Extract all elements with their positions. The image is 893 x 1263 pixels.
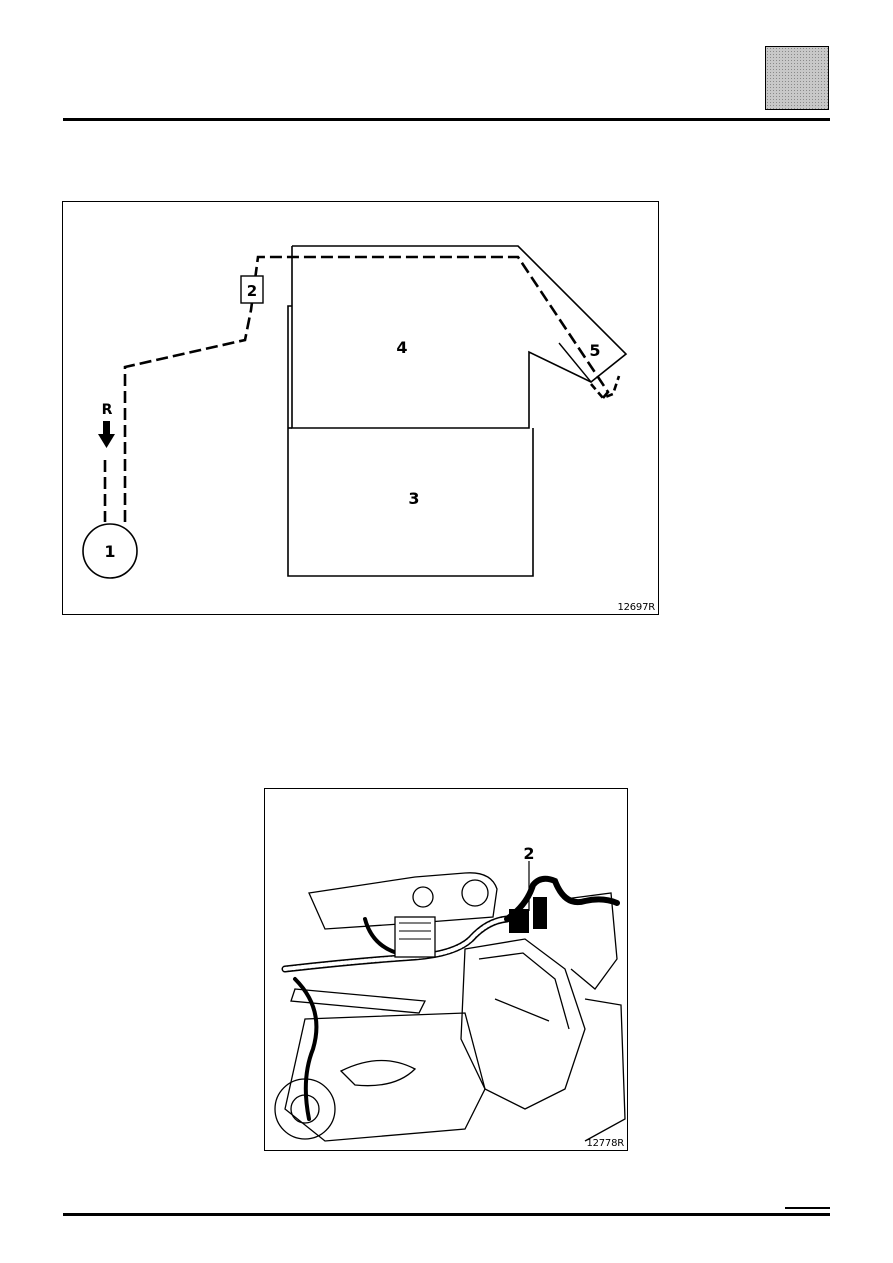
label-2: 2	[247, 282, 257, 300]
wiring-end	[590, 375, 621, 400]
section-tab-marker	[765, 46, 829, 110]
block-3-outline	[287, 305, 534, 577]
component-5-box	[558, 342, 592, 383]
label-1: 1	[104, 542, 115, 561]
block-4-outline	[291, 245, 628, 429]
engine-drawing: 2	[274, 844, 626, 1142]
label-5: 5	[589, 341, 600, 360]
label-r: R	[102, 402, 113, 418]
wiring-path	[123, 255, 610, 522]
figure-reference: 12697R	[617, 602, 655, 613]
footer-rule	[63, 1213, 830, 1216]
label-3: 3	[408, 489, 419, 508]
label-4: 4	[396, 338, 407, 357]
label-2: 2	[523, 844, 534, 863]
figure-engine-illustration: 2 12778R	[264, 788, 628, 1151]
schematic-drawing: 2 1 R 4 3 5	[82, 245, 628, 579]
figure-schematic: 2 1 R 4 3 5 12697R	[62, 201, 659, 615]
footer-stub-rule	[785, 1207, 830, 1209]
component-1-circle	[82, 523, 138, 579]
figure-reference: 12778R	[586, 1138, 624, 1149]
header-rule	[63, 118, 830, 121]
component-2-box	[240, 275, 264, 304]
arrow-down-icon	[98, 421, 115, 448]
